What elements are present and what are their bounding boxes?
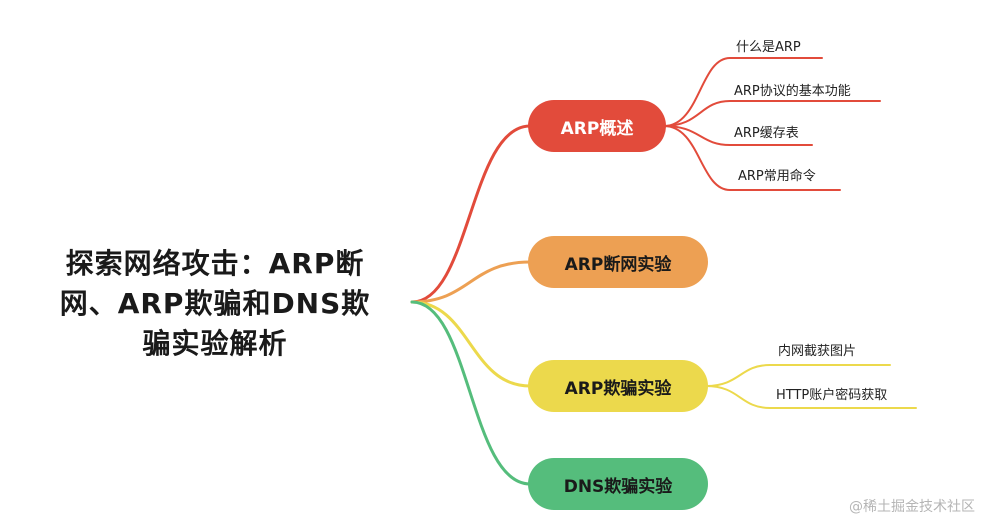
leaf-arp-basic-functions[interactable]: ARP协议的基本功能 bbox=[734, 84, 851, 99]
leaf-http-credential-capture[interactable]: HTTP账户密码获取 bbox=[776, 388, 888, 403]
edge-arp-spoof-leaf-1 bbox=[705, 364, 891, 387]
leaf-what-is-arp[interactable]: 什么是ARP bbox=[736, 40, 801, 55]
root-title-line-3: 骗实验解析 bbox=[142, 327, 288, 360]
edge-arp-spoof-leaf-2 bbox=[705, 385, 917, 409]
watermark: @稀土掘金技术社区 bbox=[849, 499, 975, 515]
branch-label: ARP断网实验 bbox=[564, 254, 672, 275]
branch-node-arp-overview[interactable]: ARP概述 bbox=[528, 100, 666, 152]
edge-root-dns-spoof bbox=[410, 300, 532, 486]
branch-node-dns-spoof[interactable]: DNS欺骗实验 bbox=[528, 458, 708, 510]
leaf-arp-cache-table[interactable]: ARP缓存表 bbox=[734, 126, 799, 141]
edge-root-arp-spoof bbox=[410, 300, 532, 388]
branch-label: DNS欺骗实验 bbox=[563, 476, 673, 497]
edge-root-arp-disconnect bbox=[410, 260, 532, 304]
branch-node-arp-spoof[interactable]: ARP欺骗实验 bbox=[528, 360, 708, 412]
root-topic: 探索网络攻击：ARP断 网、ARP欺骗和DNS欺 骗实验解析 bbox=[30, 244, 400, 364]
root-title-line-1: 探索网络攻击：ARP断 bbox=[65, 247, 365, 280]
edge-root-arp-overview bbox=[410, 124, 532, 304]
leaf-arp-common-commands[interactable]: ARP常用命令 bbox=[738, 169, 816, 184]
branch-label: ARP欺骗实验 bbox=[564, 378, 672, 399]
branch-node-arp-disconnect[interactable]: ARP断网实验 bbox=[528, 236, 708, 288]
edge-arp-overview-leaf-3 bbox=[663, 125, 813, 146]
edge-arp-overview-leaf-1 bbox=[663, 57, 823, 127]
root-title-line-2: 网、ARP欺骗和DNS欺 bbox=[59, 287, 371, 320]
edge-arp-overview-leaf-2 bbox=[663, 100, 881, 127]
leaf-intranet-image-capture[interactable]: 内网截获图片 bbox=[778, 344, 857, 359]
branch-label: ARP概述 bbox=[560, 118, 634, 139]
edge-arp-overview-leaf-4 bbox=[663, 125, 841, 191]
